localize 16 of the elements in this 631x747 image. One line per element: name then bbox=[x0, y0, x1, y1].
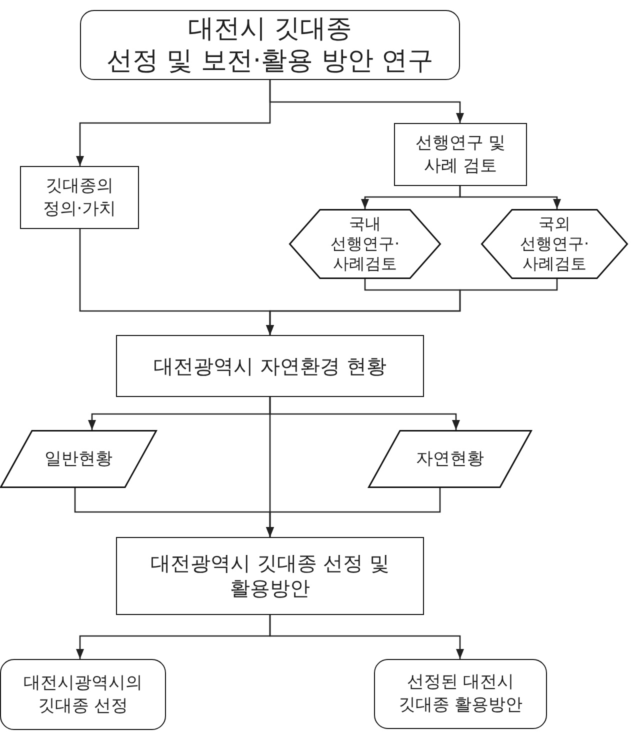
connector-arrow bbox=[269, 80, 464, 123]
rounded-box: 대전시광역시의 깃대종 선정 bbox=[0, 659, 166, 730]
connector-arrow bbox=[459, 186, 561, 209]
rounded-box: 대전시 깃대종 선정 및 보전·활용 방안 연구 bbox=[80, 10, 460, 80]
hexagon-box: 국외 선행연구· 사례검토 bbox=[481, 209, 628, 279]
parallelogram-box: 일반현황 bbox=[0, 430, 157, 488]
process-box: 깃대종의 정의·가치 bbox=[20, 166, 139, 229]
connector-arrow bbox=[269, 615, 464, 659]
hexagon-box: 국내 선행연구· 사례검토 bbox=[289, 209, 441, 279]
connector-arrow bbox=[266, 488, 441, 537]
parallelogram-box: 자연현황 bbox=[368, 430, 532, 488]
rounded-box: 선정된 대전시 깃대종 활용방안 bbox=[374, 659, 547, 729]
process-box: 대전광역시 깃대종 선정 및 활용방안 bbox=[116, 537, 424, 615]
process-box: 선행연구 및 사례 검토 bbox=[394, 123, 527, 186]
connector-arrow bbox=[266, 279, 558, 335]
process-box: 대전광역시 자연환경 현황 bbox=[116, 335, 424, 397]
